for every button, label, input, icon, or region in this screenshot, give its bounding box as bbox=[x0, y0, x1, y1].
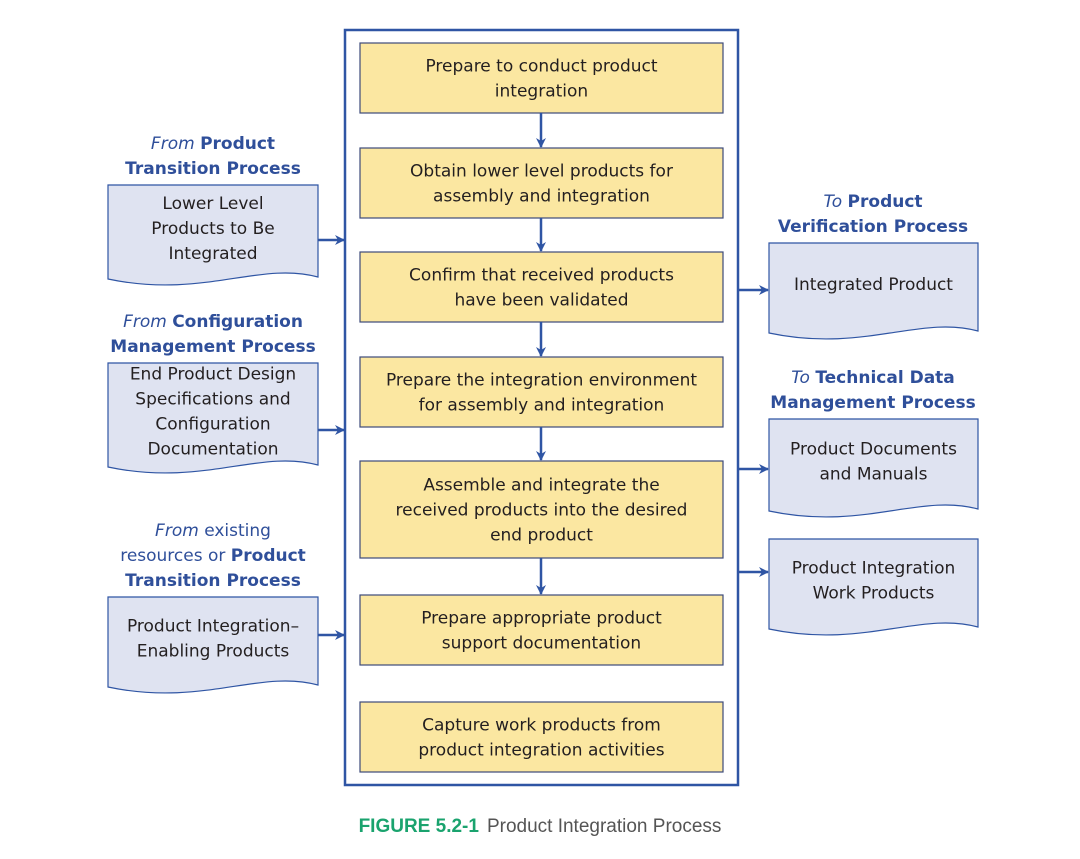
source-process-label: Management Process bbox=[110, 337, 315, 357]
process-step: Prepare to conduct product integration bbox=[359, 42, 724, 114]
process-step-label: assembly and integration bbox=[433, 187, 650, 207]
document-label: End Product Design bbox=[130, 365, 296, 385]
source-process-label: To Product bbox=[823, 192, 922, 212]
process-step-label: Prepare appropriate product bbox=[421, 609, 662, 629]
process-step-label: received products into the desired bbox=[396, 501, 688, 521]
process-step-box bbox=[359, 147, 724, 219]
document-shape bbox=[768, 418, 979, 518]
process-step: Capture work products from product integr… bbox=[359, 701, 724, 773]
document-label: Integrated bbox=[168, 244, 257, 264]
figure-label: FIGURE 5.2-1 bbox=[358, 816, 479, 837]
process-step-box bbox=[359, 701, 724, 773]
source-process-label: resources or Product bbox=[120, 546, 306, 566]
process-step-label: Prepare to conduct product bbox=[425, 57, 657, 77]
document-label: Product Integration– bbox=[127, 617, 299, 637]
process-step: Obtain lower level products for assembly … bbox=[359, 147, 724, 219]
source-process-label: Transition Process bbox=[125, 159, 301, 179]
source-process-label: Verification Process bbox=[778, 217, 968, 237]
process-step-box bbox=[359, 460, 724, 559]
process-step-box bbox=[359, 356, 724, 428]
process-step: Prepare the integration environment for a… bbox=[359, 356, 724, 428]
process-step: Assemble and integrate the received produ… bbox=[359, 460, 724, 559]
figure-caption: FIGURE 5.2-1 Product Integration Process bbox=[0, 816, 1080, 838]
source-process-label: From Product bbox=[151, 134, 275, 154]
process-step: Confirm that received products have been … bbox=[359, 251, 724, 323]
output-document: Integrated Product To ProductVerification… bbox=[739, 192, 979, 340]
document-shape bbox=[768, 242, 979, 340]
process-step: Prepare appropriate product support docum… bbox=[359, 594, 724, 666]
process-step-label: Assemble and integrate the bbox=[423, 476, 659, 496]
document-shape bbox=[107, 362, 319, 474]
process-step-label: end product bbox=[490, 526, 593, 546]
process-steps: Prepare to conduct product integrationObt… bbox=[359, 42, 724, 773]
document-label: Products to Be bbox=[151, 219, 274, 239]
document-label: Product Integration bbox=[792, 559, 956, 579]
process-step-box bbox=[359, 594, 724, 666]
document-label: Product Documents bbox=[790, 440, 957, 460]
input-document: Product Integration– Enabling Products Fro… bbox=[107, 521, 345, 694]
source-process-label: Transition Process bbox=[125, 571, 301, 591]
document-label: and Manuals bbox=[819, 465, 927, 485]
document-label: Enabling Products bbox=[137, 642, 290, 662]
source-process-label: Management Process bbox=[770, 393, 975, 413]
document-label: Documentation bbox=[147, 440, 278, 460]
process-step-label: integration bbox=[495, 82, 588, 102]
process-step-label: product integration activities bbox=[418, 741, 664, 761]
process-step-box bbox=[359, 42, 724, 114]
process-step-label: Obtain lower level products for bbox=[410, 162, 673, 182]
document-label: Configuration bbox=[155, 415, 270, 435]
document-label: Lower Level bbox=[162, 194, 263, 214]
figure-title: Product Integration Process bbox=[486, 816, 722, 837]
source-process-label: From existing bbox=[155, 521, 271, 541]
process-step-label: Capture work products from bbox=[422, 716, 661, 736]
source-process-label: To Technical Data bbox=[791, 368, 955, 388]
process-step-label: for assembly and integration bbox=[419, 396, 665, 416]
document-label: Specifications and bbox=[135, 390, 290, 410]
output-documents: Integrated Product To ProductVerification… bbox=[739, 192, 979, 636]
document-label: Work Products bbox=[813, 584, 935, 604]
process-step-label: Prepare the integration environment bbox=[386, 371, 697, 391]
document-shape bbox=[768, 538, 979, 636]
process-step-label: Confirm that received products bbox=[409, 266, 674, 286]
document-shape bbox=[107, 596, 319, 694]
output-document: Product Documents and Manuals To Technical… bbox=[739, 368, 979, 518]
source-process-label: From Configuration bbox=[123, 312, 303, 332]
process-step-label: have been validated bbox=[454, 291, 628, 311]
document-label: Integrated Product bbox=[794, 275, 953, 295]
document-shape bbox=[107, 184, 319, 286]
process-step-box bbox=[359, 251, 724, 323]
process-step-label: support documentation bbox=[442, 634, 641, 654]
